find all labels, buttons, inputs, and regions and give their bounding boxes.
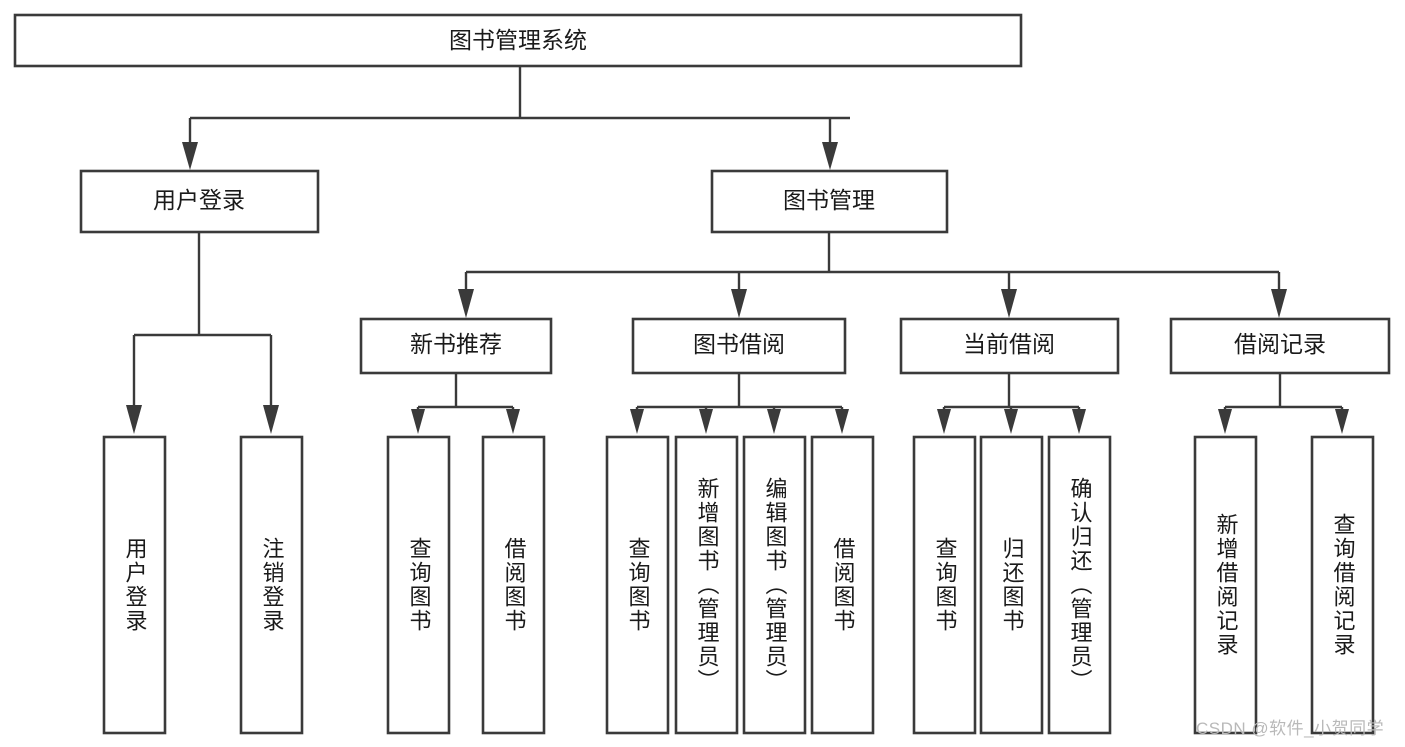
watermark-text: CSDN @软件_小贺同学 xyxy=(1196,719,1385,738)
node-new-book-rec-label: 新书推荐 xyxy=(410,331,502,357)
leaf-box-query-record[interactable] xyxy=(1310,435,1375,735)
node-borrow-record-label: 借阅记录 xyxy=(1234,331,1326,357)
node-book-borrow[interactable]: 图书借阅 xyxy=(631,317,847,375)
leaf-box-user-logout[interactable] xyxy=(239,435,304,735)
leaf-box-borrow-book-2[interactable] xyxy=(810,435,875,735)
node-book-manage[interactable]: 图书管理 xyxy=(710,169,949,234)
node-borrow-record[interactable]: 借阅记录 xyxy=(1169,317,1391,375)
connector-borrow-record-to-leaves xyxy=(1218,373,1349,434)
leaf-box-group xyxy=(102,435,1375,735)
node-user-login[interactable]: 用户登录 xyxy=(79,169,320,234)
leaf-box-confirm-return[interactable] xyxy=(1047,435,1112,735)
node-user-login-label: 用户登录 xyxy=(153,187,245,213)
node-book-manage-label: 图书管理 xyxy=(783,187,875,213)
leaf-box-query-book-1[interactable] xyxy=(386,435,451,735)
connector-user-login-to-leaves xyxy=(126,232,279,434)
node-new-book-rec[interactable]: 新书推荐 xyxy=(359,317,553,375)
leaf-box-return-book[interactable] xyxy=(979,435,1044,735)
leaf-box-add-record[interactable] xyxy=(1193,435,1258,735)
node-book-borrow-label: 图书借阅 xyxy=(693,331,785,357)
connector-current-borrow-to-leaves xyxy=(937,373,1086,434)
leaf-box-query-book-3[interactable] xyxy=(912,435,977,735)
leaf-box-borrow-book-1[interactable] xyxy=(481,435,546,735)
node-root[interactable]: 图书管理系统 xyxy=(13,13,1023,68)
leaf-box-add-book[interactable] xyxy=(674,435,739,735)
node-current-borrow[interactable]: 当前借阅 xyxy=(899,317,1120,375)
leaf-box-user-login[interactable] xyxy=(102,435,167,735)
leaf-box-query-book-2[interactable] xyxy=(605,435,670,735)
connector-root-to-level2 xyxy=(182,66,850,170)
connector-book-manage-to-level3 xyxy=(458,232,1287,318)
connector-book-borrow-to-leaves xyxy=(630,373,849,434)
connector-new-book-rec-to-leaves xyxy=(411,373,520,434)
node-root-label: 图书管理系统 xyxy=(449,27,587,53)
leaf-box-edit-book[interactable] xyxy=(742,435,807,735)
node-current-borrow-label: 当前借阅 xyxy=(963,331,1055,357)
